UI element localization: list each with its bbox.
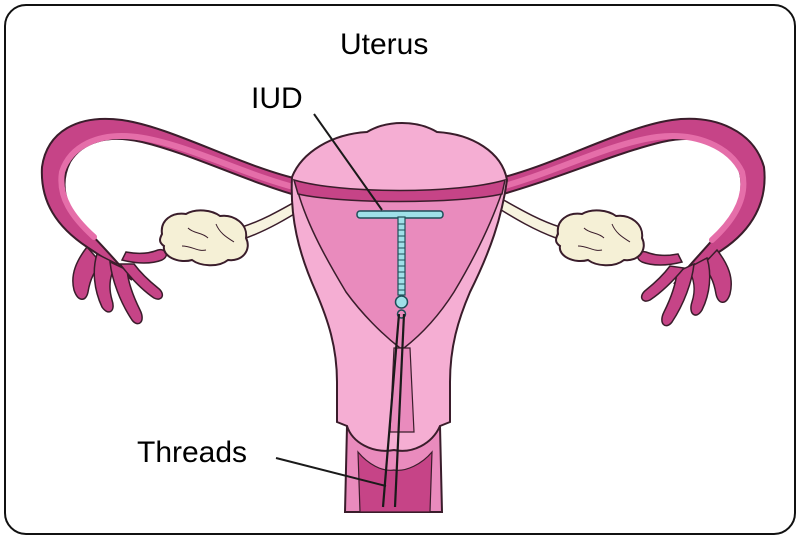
uterus-illustration bbox=[6, 6, 794, 533]
diagram-frame: Uterus IUD Threads bbox=[4, 4, 796, 535]
iud-label: IUD bbox=[251, 84, 303, 114]
right-ovary bbox=[556, 210, 644, 265]
left-ovary bbox=[160, 210, 248, 265]
threads-label: Threads bbox=[137, 438, 247, 468]
right-ovarian-ligament bbox=[498, 198, 560, 238]
right-fimbriae bbox=[638, 250, 732, 326]
left-fimbriae bbox=[73, 247, 167, 324]
uterus-label: Uterus bbox=[340, 30, 428, 60]
